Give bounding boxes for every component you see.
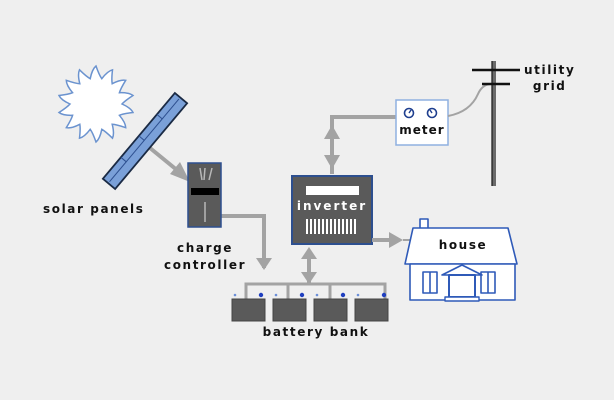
meter-icon [395, 99, 449, 146]
arrow-head-icon [301, 272, 317, 284]
utility-pole-icon [472, 61, 520, 186]
battery-icon [313, 292, 348, 322]
battery-icon [354, 292, 389, 322]
arrow-head-icon [389, 232, 403, 248]
battery-icon [231, 292, 266, 322]
battery-bank-label: battery bank [262, 325, 370, 339]
utility-grid-label-line2: grid [532, 79, 567, 93]
battery-bank-icon [231, 292, 389, 322]
charge-controller-label-line1: charge [177, 241, 234, 255]
wire-meter-grid [447, 83, 491, 117]
battery-terminal-positive [258, 292, 264, 298]
utility-grid-label-line1: utility [524, 63, 576, 77]
utility-grid-label: utility grid [524, 62, 575, 94]
wire-inverter-meter [324, 115, 396, 174]
charge-controller-label-line2: controller [164, 258, 247, 272]
wire-controller-to-battery [220, 214, 272, 270]
battery-terminal-positive [381, 292, 387, 298]
battery-terminal-positive [299, 292, 305, 298]
battery-icon [272, 292, 307, 322]
solar-panel-icon [101, 91, 189, 191]
house-icon [404, 218, 518, 302]
charge-controller-label: charge controller [164, 240, 246, 274]
meter-dial-icon [426, 107, 438, 119]
solar-panels-label: solar panels [43, 202, 145, 216]
arrow-head-icon [301, 247, 317, 259]
wire-battery-inverter [301, 247, 317, 284]
battery-terminal-negative [233, 293, 237, 297]
meter-dial-icon [403, 107, 415, 119]
inverter-icon [291, 175, 373, 245]
arrow-head-icon [324, 125, 340, 139]
arrow-head-icon [170, 162, 190, 182]
battery-terminal-positive [340, 292, 346, 298]
charge-controller-icon [187, 162, 222, 228]
battery-bus-wire [244, 282, 387, 299]
arrow-head-icon [256, 258, 272, 270]
sun-icon [57, 64, 135, 144]
inverter-label: inverter [296, 199, 368, 213]
wire-panel-to-controller [148, 146, 190, 182]
house-label: house [438, 238, 488, 252]
battery-terminal-negative [315, 293, 319, 297]
arrow-head-icon [324, 155, 340, 169]
wire-inverter-house [372, 232, 410, 248]
battery-terminal-negative [356, 293, 360, 297]
meter-label: meter [399, 123, 445, 137]
battery-terminal-negative [274, 293, 278, 297]
